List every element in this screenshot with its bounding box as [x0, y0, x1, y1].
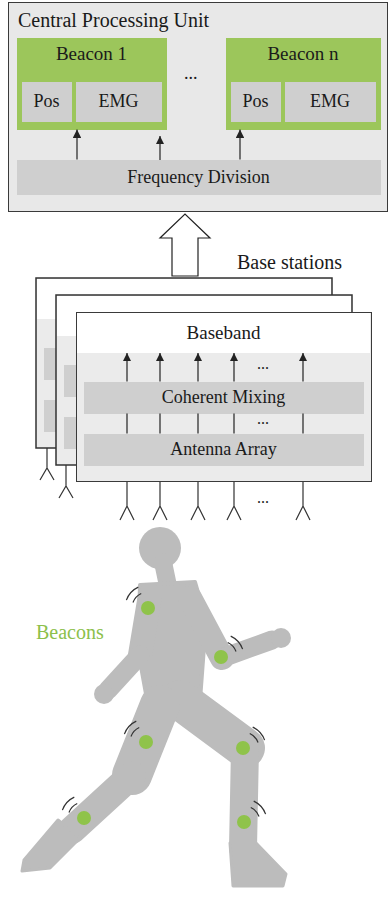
- box-label: Baseband: [187, 322, 261, 344]
- base-station-box: BasebandCoherent MixingAntenna ArrayBase…: [76, 312, 372, 482]
- radio-wave: [62, 797, 74, 810]
- beacons-label: Beacons: [36, 622, 104, 642]
- cpu-box: Pos EMG Beacon 1 Pos EMG Beacon n Frequency Di…: [8, 2, 388, 212]
- ellipsis: ...: [184, 64, 198, 82]
- radio-wave: [250, 733, 258, 742]
- block-arrow: [160, 214, 210, 276]
- box-label: EMG: [310, 91, 350, 112]
- ellipsis: ...: [257, 490, 269, 506]
- box-label: Central Processing Unit: [18, 9, 209, 32]
- group-heading: Base stations: [237, 251, 342, 274]
- box-label: Frequency Division: [127, 167, 269, 188]
- beacon-box: Pos EMG Beacon 1: [17, 38, 167, 130]
- box-label: Pos: [242, 91, 268, 112]
- radio-wave: [228, 642, 236, 651]
- ellipsis: ...: [257, 356, 269, 372]
- pos-box: Pos: [22, 82, 72, 122]
- emg-box: EMG: [285, 82, 376, 122]
- ellipsis: ...: [257, 411, 269, 427]
- radio-wave: [251, 807, 259, 816]
- radio-wave: [131, 727, 139, 736]
- antennas: [120, 482, 310, 520]
- radio-wave: [126, 587, 138, 600]
- pos-box: Pos: [231, 82, 281, 122]
- box-label: Beacon 1: [56, 43, 127, 65]
- radio-wave: [69, 803, 77, 812]
- box-label: Antenna Array: [170, 439, 276, 460]
- beacon-box: Pos EMG Beacon n: [226, 38, 381, 130]
- radio-wave: [231, 636, 243, 649]
- emg-box: EMG: [76, 82, 162, 122]
- radio-wave: [124, 721, 136, 734]
- radio-wave: [254, 801, 266, 814]
- box-label: Pos: [33, 91, 59, 112]
- coherent-mixing-band: Coherent Mixing: [84, 382, 364, 414]
- antenna-array-band: Antenna Array: [84, 434, 364, 466]
- baseband-band: Baseband: [77, 313, 370, 353]
- box-label: EMG: [99, 91, 139, 112]
- frequency-division-band: Frequency Division: [17, 160, 381, 195]
- runner-silhouette: [22, 527, 291, 886]
- radio-wave: [133, 593, 141, 602]
- box-label: Coherent Mixing: [162, 387, 286, 408]
- box-label: Beacon n: [267, 43, 338, 65]
- radio-wave: [253, 727, 265, 740]
